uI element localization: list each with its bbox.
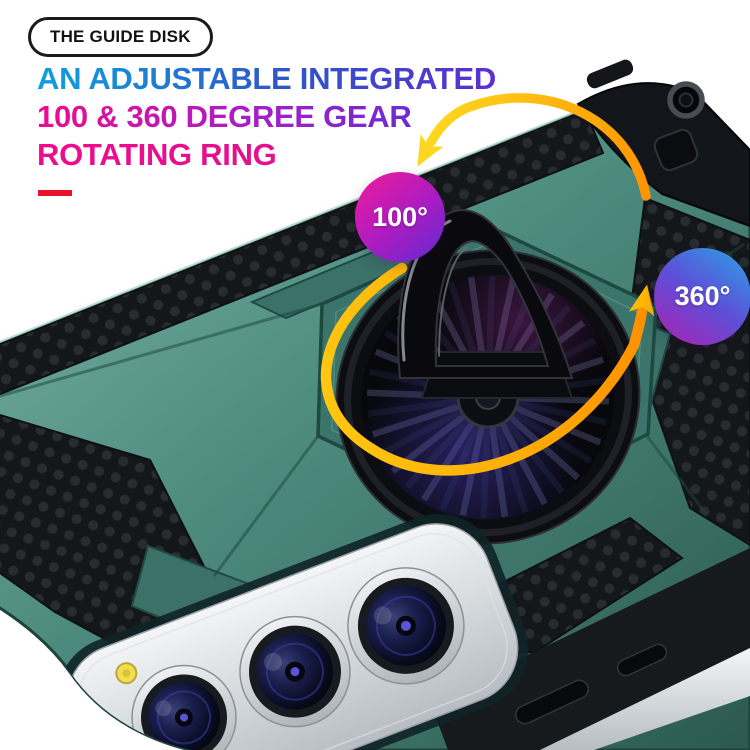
ring-kickstand bbox=[397, 209, 574, 399]
corner-cutout bbox=[653, 128, 699, 172]
bumper-ridge bbox=[586, 59, 634, 89]
camera-lens bbox=[347, 567, 465, 685]
headline: AN ADJUSTABLE INTEGRATED 100 & 360 DEGRE… bbox=[37, 60, 496, 173]
ring-loop bbox=[397, 209, 574, 379]
degree-100-label: 100° bbox=[372, 201, 428, 232]
case-edge-highlight bbox=[0, 105, 589, 344]
degree-360-badge: 360° bbox=[654, 248, 750, 345]
guide-disk-pill: THE GUIDE DISK bbox=[28, 17, 213, 57]
corner-bumper bbox=[576, 59, 750, 228]
camera-lens bbox=[239, 615, 351, 728]
guide-disk-pill-label: THE GUIDE DISK bbox=[50, 27, 191, 46]
degree-360-label: 360° bbox=[674, 281, 731, 311]
headline-line-1: AN ADJUSTABLE INTEGRATED bbox=[37, 61, 496, 96]
headline-accent-dash bbox=[38, 190, 72, 196]
side-button bbox=[616, 643, 668, 677]
case-side-edge bbox=[430, 548, 750, 750]
phone-frame-edge bbox=[540, 648, 750, 750]
headline-line-2: 100 & 360 DEGREE GEAR bbox=[37, 98, 412, 134]
side-button bbox=[515, 679, 589, 725]
headline-line-3: ROTATING RING bbox=[37, 136, 277, 172]
degree-100-badge: 100° bbox=[355, 172, 445, 262]
rotation-arrow-100-icon bbox=[417, 93, 651, 201]
camera-module bbox=[56, 513, 529, 750]
rotation-arrow-360-icon bbox=[320, 262, 655, 476]
flash-led bbox=[115, 662, 138, 685]
rotation-arrows bbox=[320, 93, 655, 476]
camera-lens bbox=[131, 664, 237, 750]
